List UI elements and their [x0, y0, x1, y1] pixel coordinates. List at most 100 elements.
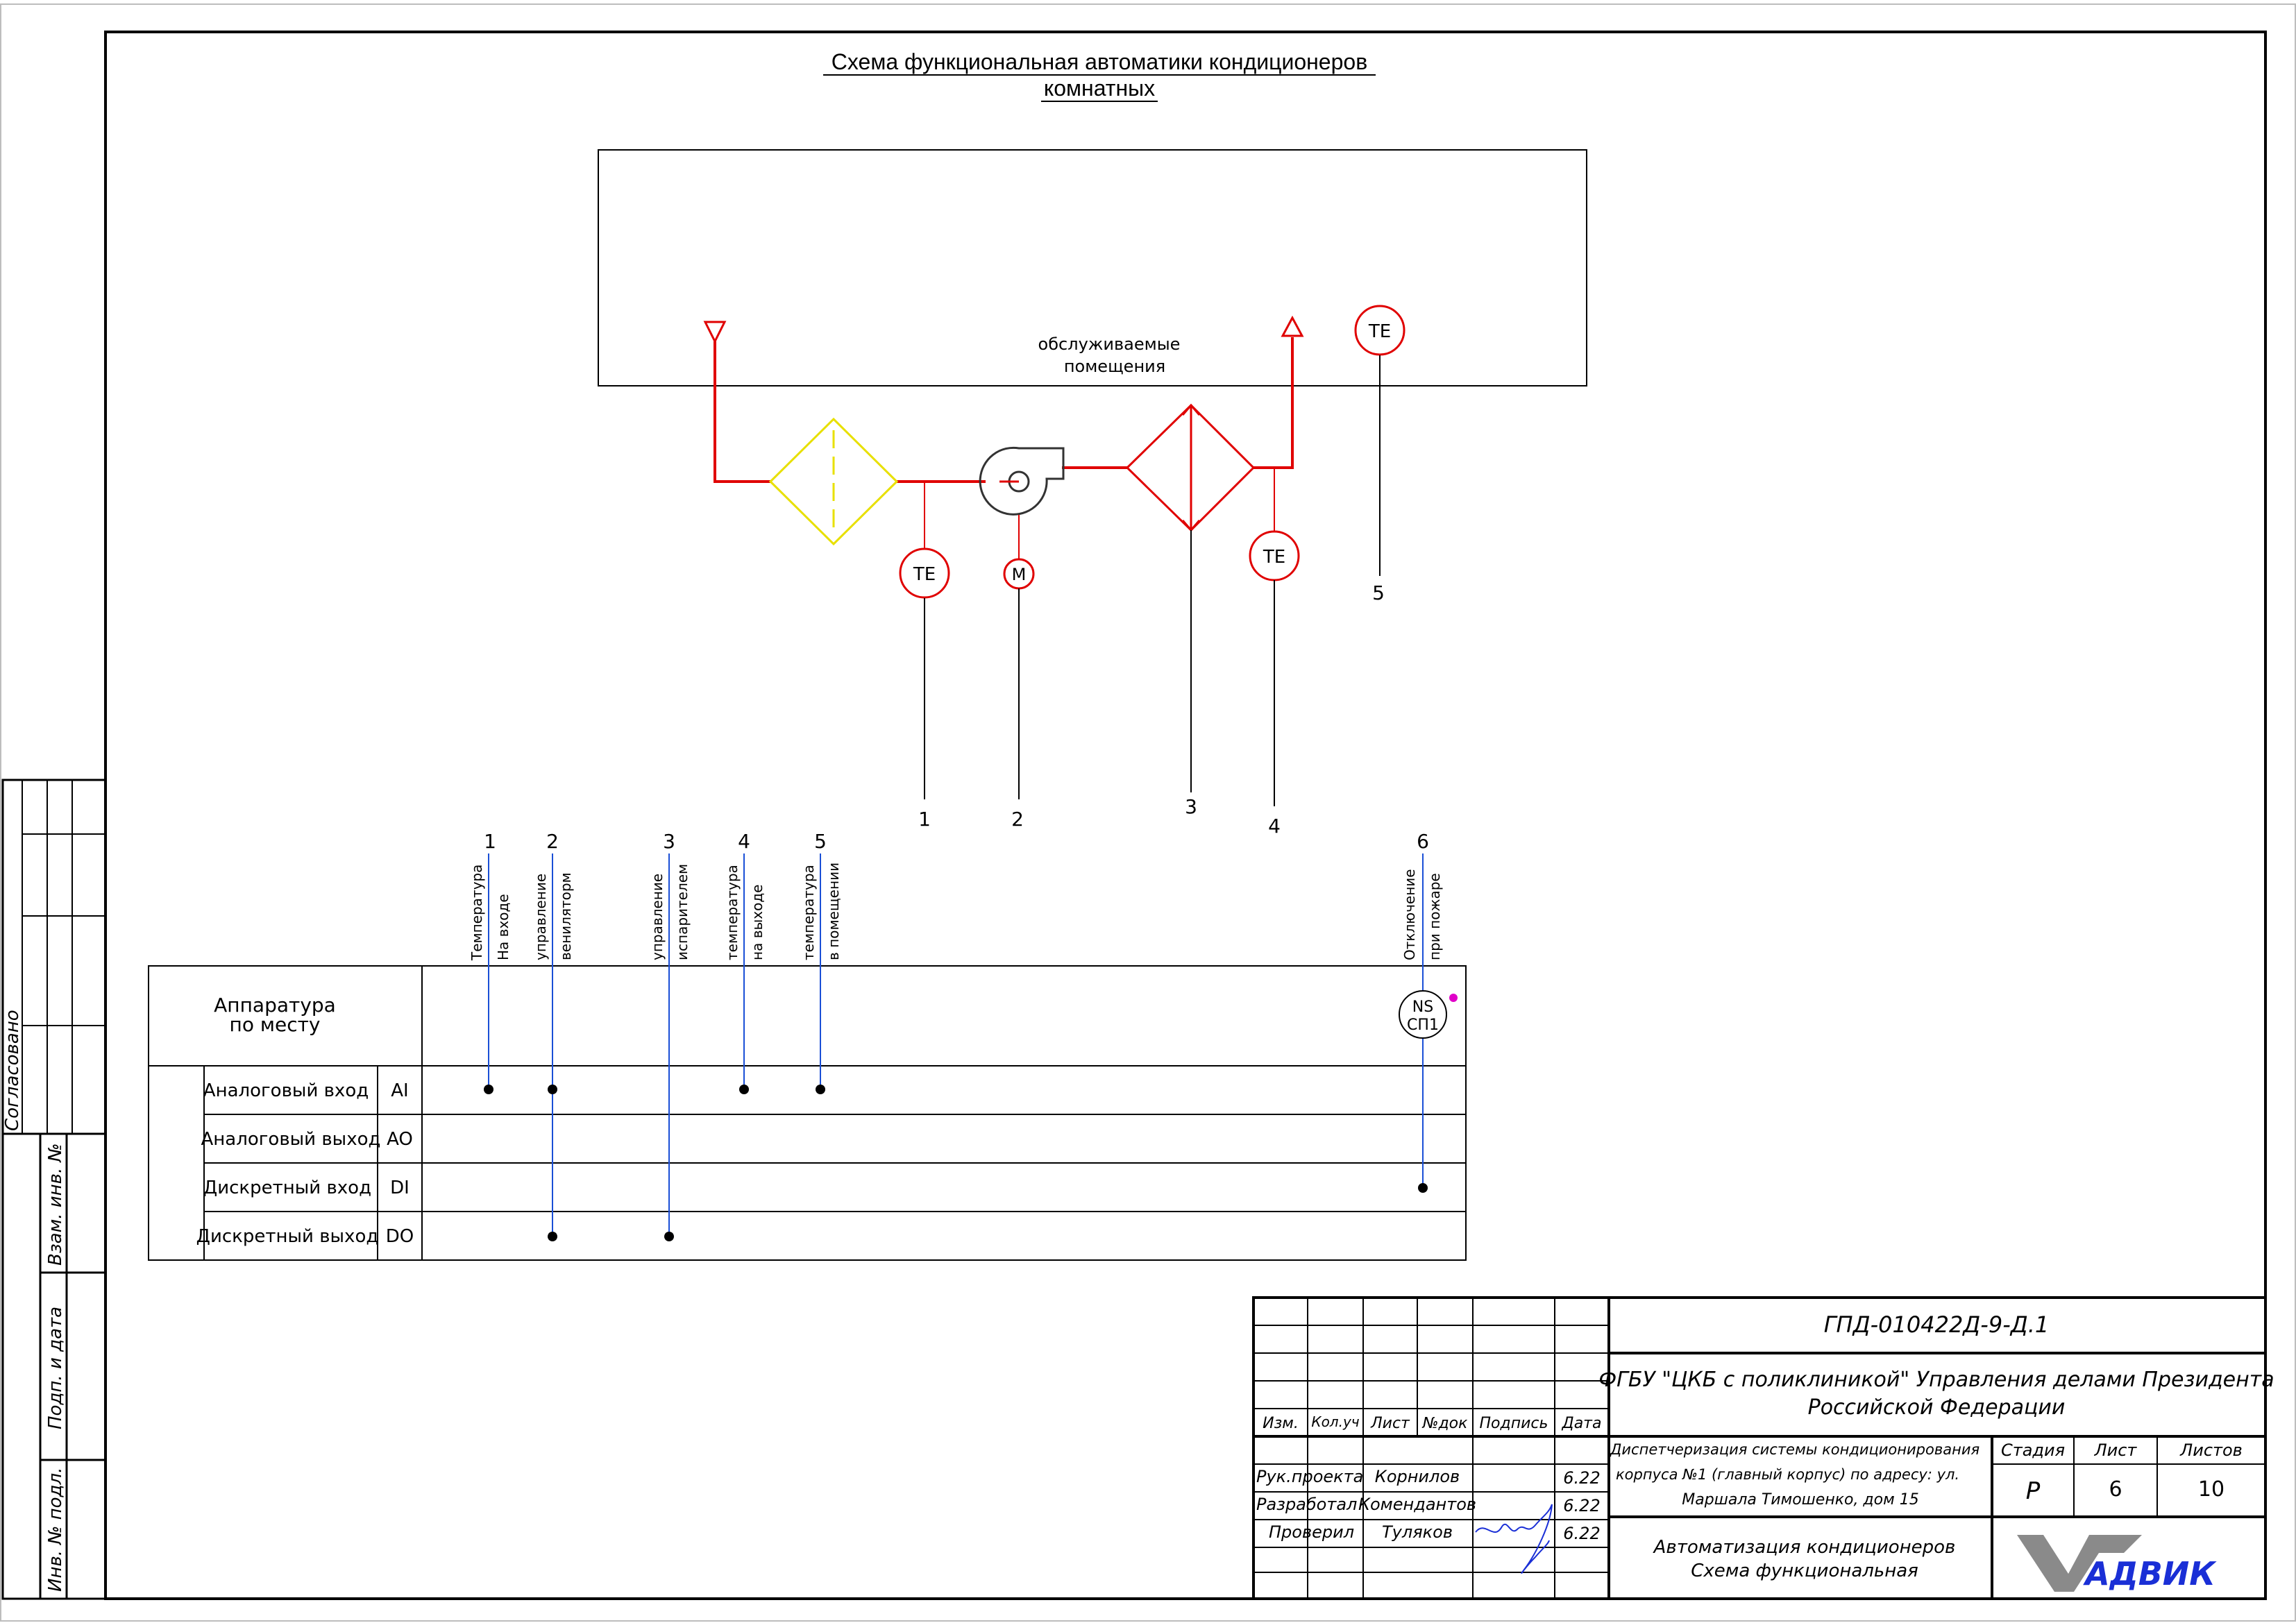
motor-label: M [1012, 565, 1027, 584]
temp-sensor-outlet: TE [1249, 530, 1300, 581]
signal-6-label-b: при пожаре [1426, 873, 1443, 960]
equipment-line-4: 4 [1268, 815, 1281, 838]
io-row-di-code: DI [390, 1178, 410, 1198]
signal-num-4: 4 [738, 830, 750, 853]
signal-4-label-a: температура [724, 865, 741, 960]
advik-logo: АДВИК [2017, 1535, 2217, 1592]
io-row-ao-code: AO [387, 1129, 413, 1150]
signal-num-6: 6 [1417, 830, 1429, 853]
io-row-do-name: Дискретный выход [196, 1226, 379, 1247]
col-ndoc: №док [1422, 1415, 1469, 1432]
date-checker: 6.22 [1563, 1524, 1600, 1543]
io-row-di-name: Дискретный вход [203, 1178, 371, 1198]
side-inv-orig-label: Инв. № подл. [45, 1468, 66, 1592]
io-row-ao-name: Аналоговый выход [201, 1129, 381, 1150]
signal-1-label-b: На входе [495, 894, 512, 960]
fire-shutdown-device: NS СП1 [1399, 990, 1458, 1039]
org-line1: ФГБУ "ЦКБ с поликлиникой" Управления дел… [1598, 1368, 2274, 1392]
equipment-line-1: 1 [918, 808, 931, 831]
te-label-room: TE [1368, 321, 1391, 342]
io-header-line2: по месту [230, 1013, 321, 1036]
sensor-stubs [924, 468, 1275, 559]
temp-sensor-inlet: TE [899, 547, 950, 599]
ns-label: NS [1412, 999, 1433, 1016]
role-checker: Проверил [1269, 1522, 1354, 1542]
supply-grille-icon [703, 321, 727, 344]
project-line1: Диспетчеризация системы кондиционировани… [1610, 1441, 1980, 1458]
io-row-ai-code: AI [391, 1080, 408, 1101]
filter-icon [768, 417, 899, 546]
signal-num-2: 2 [546, 830, 559, 853]
signal-2-label-a: управление [532, 874, 549, 960]
diagram-title-line2: комнатных [1044, 76, 1155, 101]
equipment-line-3: 3 [1185, 795, 1197, 818]
sheet-title-line1: Автоматизация кондиционеров [1653, 1537, 1956, 1558]
signal-2-label-b: вениляторм [557, 872, 574, 960]
magenta-marker [1449, 994, 1458, 1002]
signal-labels: Температура На входе управление венилято… [469, 863, 1443, 961]
logo-text: АДВИК [2083, 1555, 2217, 1592]
sheet-border [0, 3, 2296, 1622]
project-line2: корпуса №1 (главный корпус) по адресу: у… [1616, 1466, 1959, 1483]
signal-6-label-a: Отключение [1401, 869, 1418, 960]
signal-3-label-a: управление [649, 874, 666, 960]
te-label-inlet: TE [913, 564, 936, 585]
equipment-line-5: 5 [1372, 581, 1385, 604]
signal-1-label-a: Температура [469, 865, 485, 961]
sheets-label: Листов [2179, 1441, 2243, 1460]
signal-dots [484, 1085, 1428, 1241]
sheet-value: 6 [2109, 1477, 2122, 1502]
col-list: Лист [1370, 1415, 1410, 1432]
sheet-title-line2: Схема функциональная [1691, 1561, 1918, 1581]
col-kol: Кол.уч [1311, 1413, 1359, 1430]
side-sign-date-label: Подп. и дата [45, 1307, 66, 1429]
side-inv-replace-label: Взам. инв. № [45, 1143, 66, 1266]
stage-value: Р [2026, 1477, 2041, 1505]
signal-4-label-b: на выходе [749, 885, 766, 960]
room-label-line1: обслуживаемые [1038, 334, 1181, 354]
org-line2: Российской Федерации [1808, 1395, 2066, 1420]
signal-num-5: 5 [814, 830, 827, 853]
io-row-do-code: DO [386, 1226, 414, 1247]
served-rooms-box [598, 149, 1587, 386]
signal-5-label-a: температура [800, 865, 817, 960]
room-label-line2: помещения [1064, 357, 1165, 376]
signal-num-1: 1 [484, 830, 496, 853]
io-header-line1: Аппаратура [214, 994, 336, 1017]
sheet-label: Лист [2094, 1441, 2138, 1460]
fan-icon [979, 446, 1065, 516]
doc-code: ГПД-010422Д-9-Д.1 [1824, 1311, 2050, 1338]
sp1-label: СП1 [1407, 1017, 1439, 1034]
date-manager: 6.22 [1563, 1468, 1600, 1488]
signal-3-label-b: испарителем [674, 864, 691, 960]
signal-lines [488, 853, 1424, 1237]
name-developer: Комендантов [1358, 1495, 1476, 1514]
signal-5-label-b: в помещении [825, 863, 842, 960]
project-line3: Маршала Тимошенко, дом 15 [1682, 1491, 1918, 1509]
exhaust-grille-icon [1281, 315, 1304, 337]
evaporator-arrow-top [1181, 403, 1201, 416]
name-manager: Корнилов [1375, 1467, 1460, 1486]
date-developer: 6.22 [1563, 1496, 1600, 1515]
io-row-ai-name: Аналоговый вход [203, 1080, 369, 1101]
col-date: Дата [1562, 1415, 1602, 1432]
name-checker: Туляков [1382, 1522, 1453, 1542]
equipment-leaders [924, 355, 1381, 806]
role-developer: Разработал [1256, 1495, 1357, 1514]
stage-label: Стадия [2001, 1441, 2065, 1460]
side-agreed-label: Согласовано [2, 1010, 23, 1131]
col-izm: Изм. [1263, 1415, 1299, 1432]
role-manager: Рук.проекта [1256, 1467, 1363, 1486]
diagram-title-line1: Схема функциональная автоматики кондицио… [832, 49, 1367, 74]
equipment-line-2: 2 [1011, 808, 1024, 831]
io-table [148, 965, 1467, 1261]
temp-sensor-room: TE [1354, 305, 1406, 356]
te-label-outlet: TE [1263, 547, 1285, 568]
air-duct [714, 337, 1294, 483]
side-stamp [1, 779, 107, 1600]
fan-motor: M [1003, 558, 1035, 590]
col-sign: Подпись [1480, 1415, 1548, 1432]
title-block [1252, 1296, 2267, 1600]
signal-num-3: 3 [663, 830, 675, 853]
